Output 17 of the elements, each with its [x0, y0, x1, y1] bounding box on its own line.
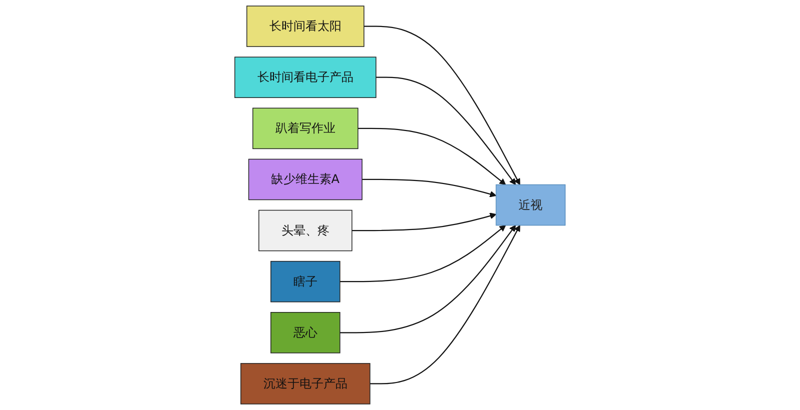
arrow [376, 76, 516, 186]
arrow [362, 178, 496, 198]
node-box: 头晕、疼 [258, 210, 352, 252]
arrow [364, 26, 520, 186]
node-box: 近视 [496, 184, 566, 226]
arrow [340, 224, 516, 334]
node-box: 恶心 [270, 312, 340, 354]
arrow [358, 128, 506, 186]
node-box: 趴着写作业 [252, 108, 358, 150]
node-box: 长时间看电子产品 [234, 56, 376, 98]
arrow [340, 224, 506, 282]
node-box: 缺少维生素A [248, 158, 362, 200]
node-box: 沉迷于电子产品 [240, 363, 370, 404]
node-box: 长时间看太阳 [246, 6, 364, 47]
arrow [370, 224, 520, 384]
node-box: 瞎子 [270, 260, 340, 302]
arrow [352, 212, 496, 232]
